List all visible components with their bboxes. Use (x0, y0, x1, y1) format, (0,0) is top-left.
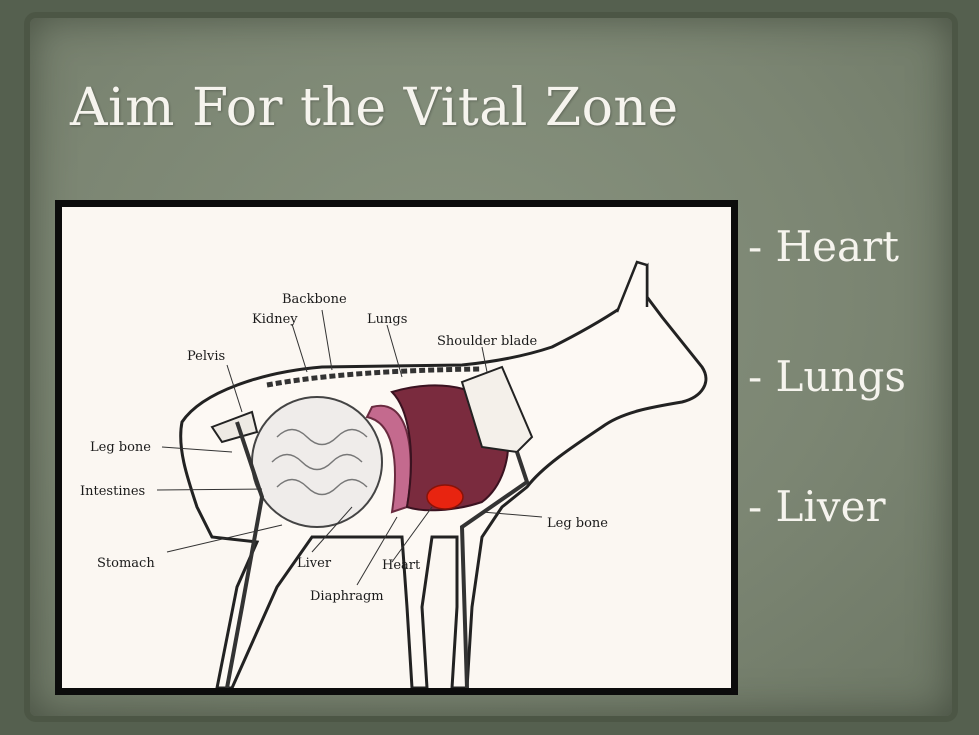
label-intestines: Intestines (80, 484, 145, 499)
label-leg-bone-rear: Leg bone (90, 440, 151, 455)
label-kidney: Kidney (252, 312, 298, 327)
label-pelvis: Pelvis (187, 349, 225, 364)
label-heart: Heart (382, 558, 421, 573)
bullet-heart: - Heart (748, 220, 976, 350)
label-leg-bone-front: Leg bone (547, 516, 608, 531)
deer-ear (617, 262, 647, 312)
deer-anatomy-diagram: Backbone Kidney Lungs Shoulder blade Pel… (62, 207, 731, 688)
deer-anatomy-figure: Backbone Kidney Lungs Shoulder blade Pel… (55, 200, 738, 695)
label-backbone: Backbone (282, 292, 347, 307)
intestines-shape (252, 397, 382, 527)
label-shoulder-blade: Shoulder blade (437, 334, 538, 349)
heart-shape (427, 485, 463, 509)
bullet-lungs: - Lungs (748, 350, 976, 480)
label-diaphragm: Diaphragm (310, 589, 384, 604)
label-stomach: Stomach (97, 556, 155, 571)
label-lungs: Lungs (367, 312, 407, 327)
bullet-liver: - Liver (748, 480, 976, 610)
label-liver: Liver (297, 556, 332, 571)
vital-organs-list: - Heart - Lungs - Liver (748, 220, 976, 610)
slide-title: Aim For the Vital Zone (70, 78, 679, 138)
